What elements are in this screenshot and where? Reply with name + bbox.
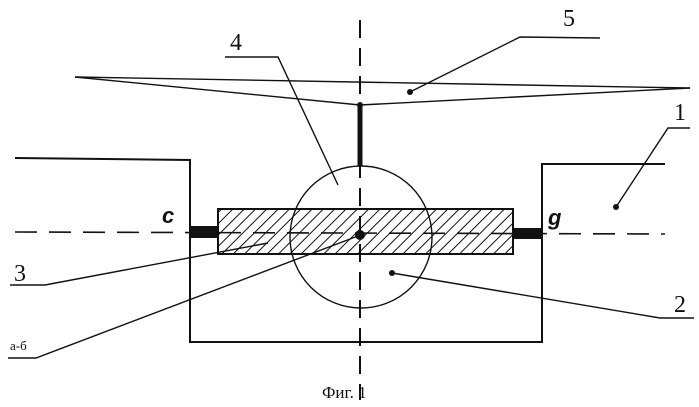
propeller (75, 77, 690, 166)
hatched-rod (218, 209, 513, 254)
label-axis: а-б (10, 338, 27, 353)
connector-left (190, 226, 218, 238)
label-5: 5 (563, 6, 575, 32)
label-g: g (547, 205, 562, 230)
connector-right (513, 228, 542, 239)
label-3: 3 (14, 261, 26, 287)
label-2: 2 (674, 292, 686, 318)
figure-caption: Фиг. 1 (322, 383, 367, 402)
label-1: 1 (674, 100, 686, 126)
label-4: 4 (230, 30, 242, 56)
label-c: c (162, 203, 174, 228)
